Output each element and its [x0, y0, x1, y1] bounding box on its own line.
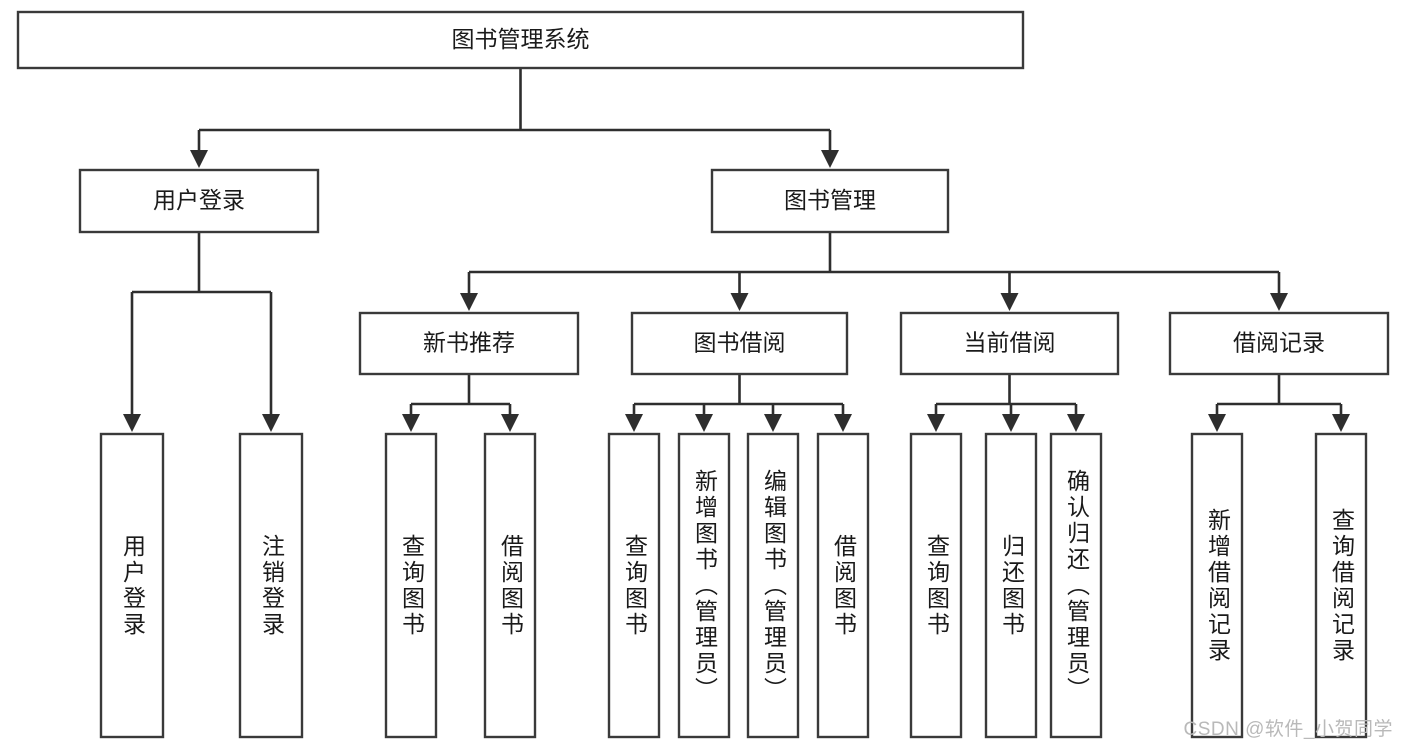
node-box-cb-query: [909, 432, 963, 739]
conn-book-manage-arrow-3: [1270, 293, 1288, 311]
conn-book-manage-arrow-2: [1000, 293, 1019, 311]
node-label-borrow-record: 借阅记录: [1233, 330, 1325, 356]
node-logout-do[interactable]: [238, 432, 304, 739]
conn-current-borrow-arrow-0: [927, 414, 945, 432]
conn-borrow-record-arrow-1: [1332, 414, 1350, 432]
node-label-current-borrow: 当前借阅: [964, 330, 1056, 356]
conn-user-login-arrow-0: [123, 414, 141, 432]
node-box-current-borrow: [899, 311, 1120, 376]
node-borrow-record[interactable]: 借阅记录: [1168, 311, 1390, 376]
conn-book-manage-arrow-0: [460, 293, 478, 311]
conn-borrow-record-arrow-0: [1208, 414, 1226, 432]
conn-book-borrow-arrow-0: [625, 414, 643, 432]
node-label-book-manage: 图书管理: [784, 187, 876, 213]
node-bb-add[interactable]: [677, 432, 731, 739]
conn-current-borrow-arrow-2: [1067, 414, 1085, 432]
conn-user-login-arrow-1: [262, 414, 280, 432]
node-box-bb-query: [607, 432, 661, 739]
node-box-logout-do: [238, 432, 304, 739]
node-cb-return[interactable]: [984, 432, 1038, 739]
node-root[interactable]: 图书管理系统: [16, 10, 1025, 70]
node-box-nbr-borrow: [483, 432, 537, 739]
node-book-borrow[interactable]: 图书借阅: [630, 311, 849, 376]
node-br-query[interactable]: [1314, 432, 1368, 739]
conn-root-arrow-1: [821, 150, 839, 168]
node-box-root: [16, 10, 1025, 70]
node-label-root: 图书管理系统: [452, 26, 590, 52]
conn-new-book-recommend-arrow-1: [501, 414, 519, 432]
node-user-login[interactable]: 用户登录: [78, 168, 320, 234]
conn-book-manage-arrow-1: [730, 293, 749, 311]
conn-book-borrow-arrow-1: [695, 414, 713, 432]
conn-current-borrow-arrow-1: [1002, 414, 1020, 432]
node-box-nbr-query: [384, 432, 438, 739]
node-nbr-borrow[interactable]: [483, 432, 537, 739]
node-box-book-manage: [710, 168, 950, 234]
node-label-user-login: 用户登录: [153, 187, 245, 213]
node-login-do[interactable]: [99, 432, 165, 739]
node-box-bb-add: [677, 432, 731, 739]
node-new-book-recommend[interactable]: 新书推荐: [358, 311, 580, 376]
conn-book-borrow-arrow-3: [834, 414, 852, 432]
node-box-book-borrow: [630, 311, 849, 376]
node-bb-borrow[interactable]: [816, 432, 870, 739]
node-bb-edit[interactable]: [746, 432, 800, 739]
watermark-text: CSDN @软件_小贺同学: [1183, 719, 1393, 740]
node-box-bb-edit: [746, 432, 800, 739]
node-bb-query[interactable]: [607, 432, 661, 739]
node-label-new-book-recommend: 新书推荐: [423, 330, 515, 356]
conn-book-borrow-arrow-2: [764, 414, 782, 432]
node-box-cb-confirm-return: [1049, 432, 1103, 739]
node-cb-confirm-return[interactable]: [1049, 432, 1103, 739]
node-box-cb-return: [984, 432, 1038, 739]
node-box-br-query: [1314, 432, 1368, 739]
node-box-new-book-recommend: [358, 311, 580, 376]
conn-new-book-recommend-arrow-0: [402, 414, 420, 432]
node-current-borrow[interactable]: 当前借阅: [899, 311, 1120, 376]
node-label-book-borrow: 图书借阅: [694, 330, 786, 356]
node-box-br-add: [1190, 432, 1244, 739]
node-cb-query[interactable]: [909, 432, 963, 739]
node-box-bb-borrow: [816, 432, 870, 739]
node-box-login-do: [99, 432, 165, 739]
node-nbr-query[interactable]: [384, 432, 438, 739]
node-br-add[interactable]: [1190, 432, 1244, 739]
conn-root-arrow-0: [190, 150, 208, 168]
node-book-manage[interactable]: 图书管理: [710, 168, 950, 234]
node-box-user-login: [78, 168, 320, 234]
node-box-borrow-record: [1168, 311, 1390, 376]
